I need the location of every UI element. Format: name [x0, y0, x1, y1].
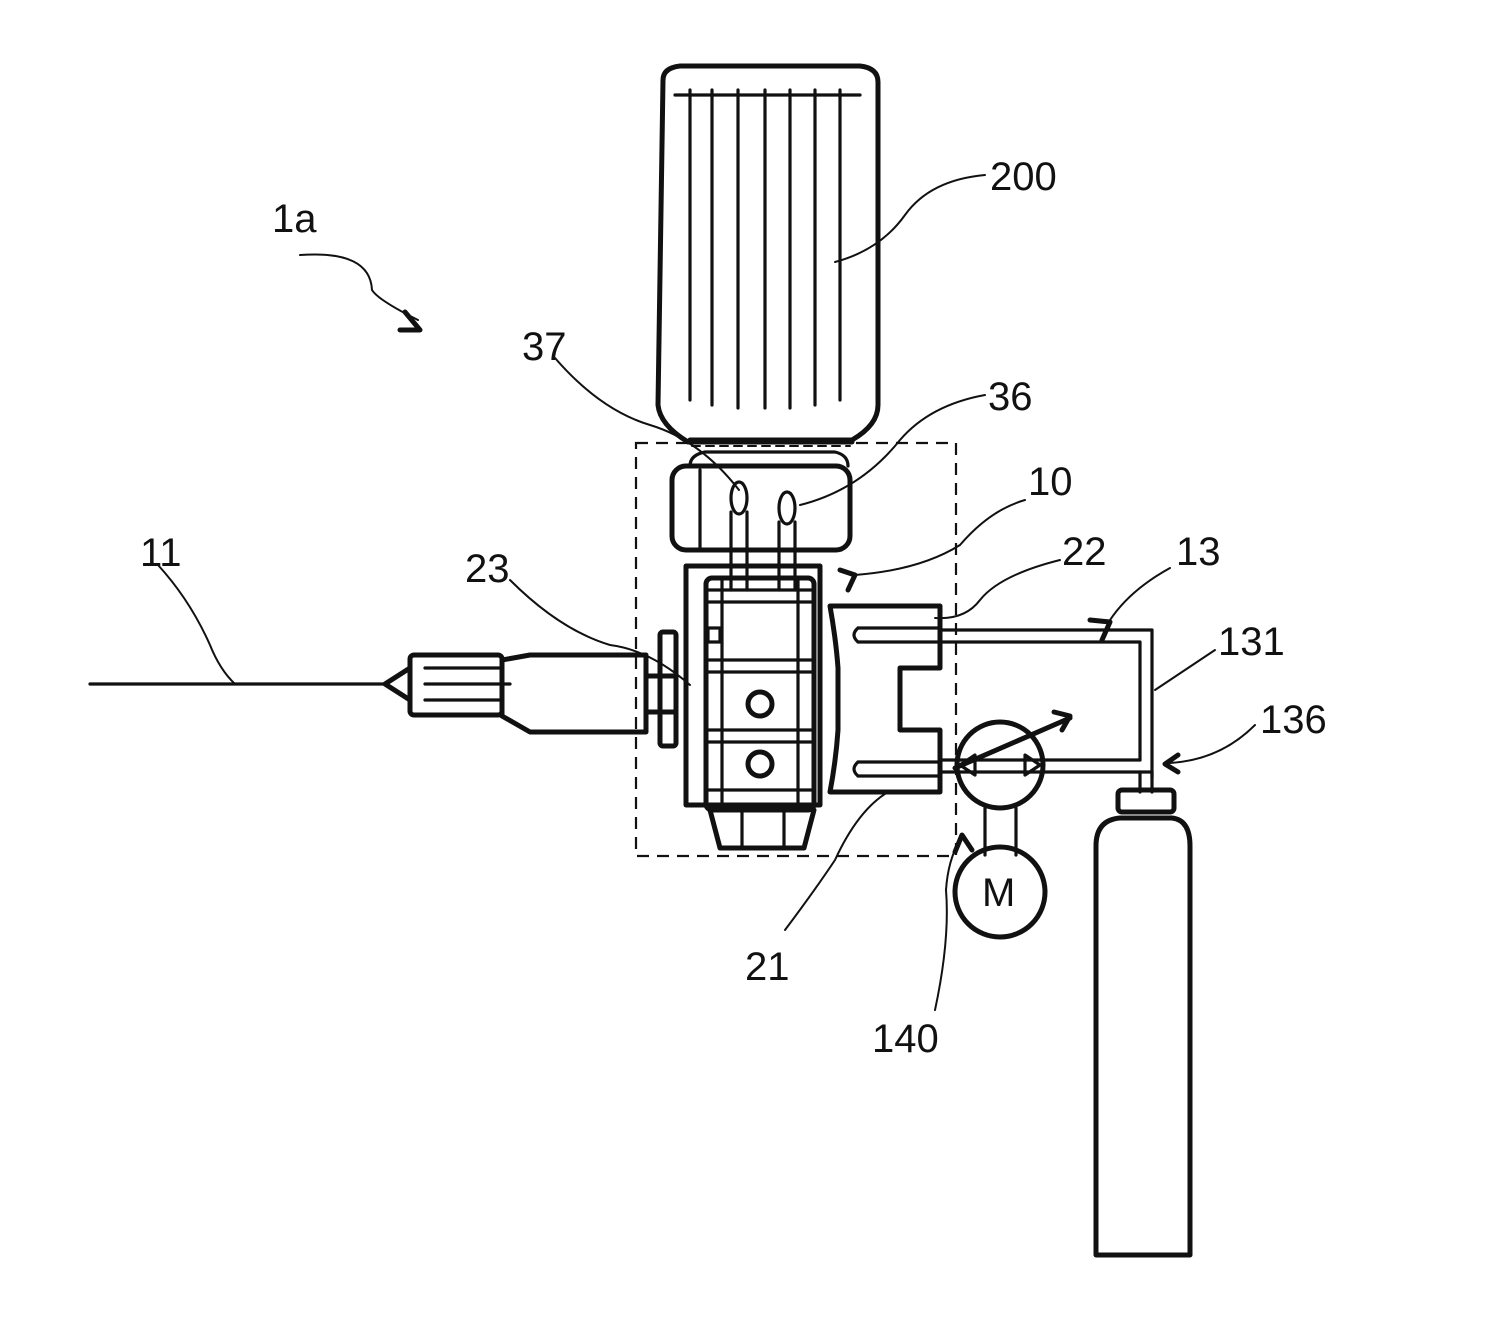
label-1a: 1a: [272, 197, 317, 241]
syringe: [90, 632, 676, 746]
needle-37: [731, 482, 747, 590]
label-200: 200: [990, 155, 1057, 199]
label-22: 22: [1062, 530, 1107, 574]
label-23: 23: [465, 547, 510, 591]
label-131: 131: [1218, 620, 1285, 664]
label-136: 136: [1260, 698, 1327, 742]
motor-symbol: M: [982, 871, 1015, 915]
port-block: [830, 606, 940, 792]
label-13: 13: [1176, 530, 1221, 574]
vial: [658, 66, 878, 550]
label-21: 21: [745, 945, 790, 989]
gas-cylinder: [1096, 772, 1190, 1255]
pump: M: [955, 712, 1070, 937]
label-37: 37: [522, 325, 567, 369]
label-10: 10: [1028, 460, 1073, 504]
label-11: 11: [140, 531, 182, 575]
reference-labels: 1a 200 37 36 10 11 23 22 13 131 136 21 1…: [140, 155, 1327, 1061]
needle-36: [779, 492, 795, 590]
label-140: 140: [872, 1017, 939, 1061]
label-36: 36: [988, 375, 1033, 419]
main-body: [686, 566, 820, 848]
